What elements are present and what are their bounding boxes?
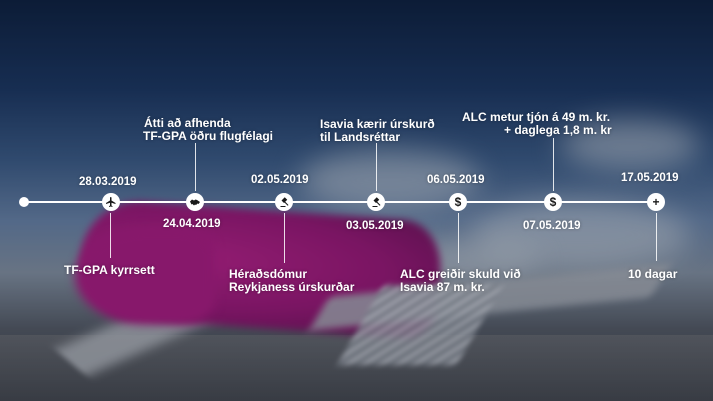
event-date: 07.05.2019 <box>523 220 581 232</box>
event-date: 03.05.2019 <box>346 220 404 232</box>
event-label: Isavia kærir úrskurð <box>320 117 435 131</box>
connector-line <box>110 213 111 258</box>
event-label: til Landsréttar <box>320 130 401 144</box>
connector-line <box>376 143 377 191</box>
connector-line <box>553 138 554 191</box>
event-label: TF-GPA kyrrsett <box>64 263 155 277</box>
airplane-icon <box>102 193 120 211</box>
event-label: TF-GPA öðru flugfélagi <box>143 129 273 143</box>
timeline-axis <box>24 201 656 203</box>
event-date: 28.03.2019 <box>79 176 137 188</box>
gavel-icon <box>275 193 293 211</box>
connector-line <box>284 213 285 263</box>
dollar-icon: $ <box>449 193 467 211</box>
event-date: 02.05.2019 <box>251 174 309 186</box>
event-label: Héraðsdómur <box>229 267 308 281</box>
event-date: 24.04.2019 <box>163 218 221 230</box>
event-label: Isavia 87 m. kr. <box>400 280 485 294</box>
event-date: 06.05.2019 <box>427 174 485 186</box>
connector-line <box>656 213 657 261</box>
connector-line <box>458 213 459 263</box>
timeline-start-dot <box>19 197 29 207</box>
gavel-icon <box>367 193 385 211</box>
connector-line <box>195 143 196 191</box>
event-label: + daglega 1,8 m. kr <box>504 123 612 137</box>
plus-icon: + <box>647 193 665 211</box>
event-label: Reykjaness úrskurðar <box>229 280 355 294</box>
event-label: ALC metur tjón á 49 m. kr. <box>462 110 611 124</box>
event-date: 17.05.2019 <box>621 172 679 184</box>
handshake-icon <box>186 193 204 211</box>
dollar-icon: $ <box>544 193 562 211</box>
event-label: Átti að afhenda <box>144 116 231 130</box>
event-label: ALC greiðir skuld við <box>400 267 521 281</box>
event-label: 10 dagar <box>628 267 678 281</box>
